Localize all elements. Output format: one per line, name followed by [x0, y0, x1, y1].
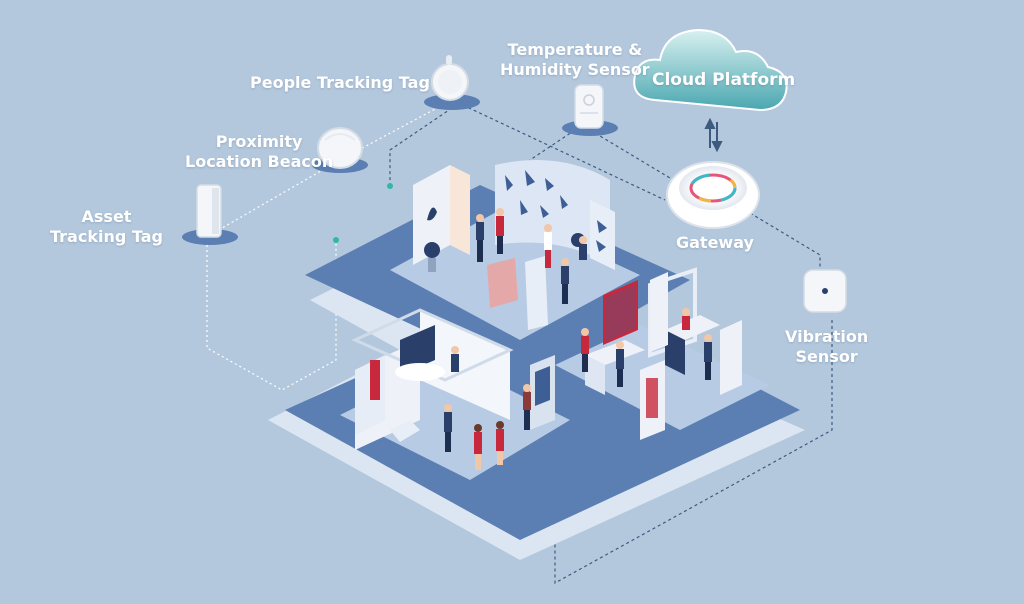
person: [474, 424, 482, 470]
label-line: Sensor: [795, 347, 858, 366]
label-temperature-sensor: Temperature & Humidity Sensor: [500, 40, 650, 80]
booth-left: [351, 308, 555, 450]
person: [579, 236, 587, 260]
person: [496, 208, 504, 254]
label-vibration-sensor: Vibration Sensor: [785, 327, 868, 367]
label-line: Tracking Tag: [50, 227, 163, 246]
label-line: Proximity: [215, 132, 303, 151]
person: [616, 341, 624, 387]
label-line: Asset: [81, 207, 132, 226]
vibration-sensor-icon: [803, 269, 847, 313]
person: [581, 328, 589, 372]
visitors: [444, 208, 712, 470]
person: [451, 346, 459, 372]
label-line: Location Beacon: [185, 152, 334, 171]
person: [544, 224, 552, 268]
person: [476, 214, 484, 262]
sync-arrows-icon: [704, 117, 723, 153]
asset-tag-icon: [182, 184, 238, 245]
person: [523, 384, 531, 430]
temperature-sensor-icon: [562, 84, 618, 136]
beacon-icon: [312, 127, 368, 173]
label-proximity-beacon: Proximity Location Beacon: [185, 132, 333, 172]
person: [682, 308, 690, 330]
label-line: Vibration: [785, 327, 869, 346]
gateway-icon: [666, 161, 760, 229]
beacon-dot: [387, 183, 393, 189]
person: [444, 404, 452, 452]
person: [496, 421, 504, 465]
label-line: Humidity Sensor: [500, 60, 650, 79]
person: [704, 334, 712, 380]
label-gateway: Gateway: [676, 233, 754, 252]
connector-gateway-to-vibration: [744, 209, 821, 280]
cloud-icon: [633, 28, 788, 112]
people-tag-icon: [424, 55, 480, 110]
person: [561, 258, 569, 304]
label-line: Temperature &: [507, 40, 643, 59]
label-asset-tracking-tag: Asset Tracking Tag: [50, 207, 163, 247]
label-people-tracking-tag: People Tracking Tag: [250, 73, 430, 92]
connector-asset-loop: [206, 240, 337, 391]
label-cloud-platform: Cloud Platform: [652, 70, 796, 90]
connector-people-to-floor: [389, 107, 453, 185]
beacon-dot: [333, 237, 339, 243]
booth-right: [585, 267, 742, 440]
connector-asset-to-beacon: [209, 159, 341, 236]
connector-temp-to-floor: [529, 129, 576, 185]
